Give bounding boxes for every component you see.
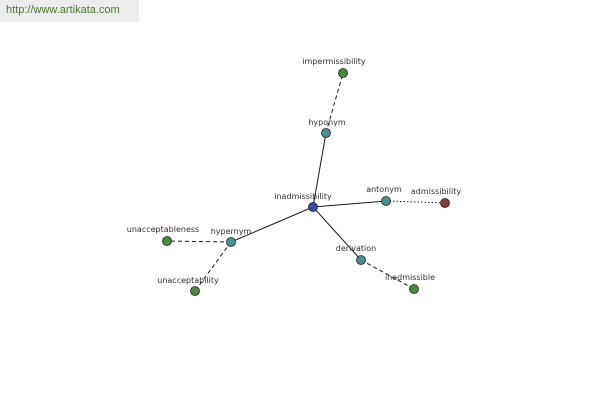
node-dot-derivation[interactable]	[356, 255, 366, 265]
node-dot-inadmissibility[interactable]	[308, 202, 318, 212]
node-dot-unacceptableness[interactable]	[162, 236, 172, 246]
graph-node-unacceptableness[interactable]: unacceptableness	[127, 225, 199, 246]
node-layer: inadmissibility hyponym impermissibility an…	[127, 57, 461, 296]
node-label-hypernym[interactable]: hypernym	[211, 227, 252, 236]
node-dot-hypernym[interactable]	[226, 237, 236, 247]
edge-derivation-inadmissible	[360, 259, 415, 290]
node-label-derivation[interactable]: derivation	[336, 244, 376, 253]
node-label-inadmissible[interactable]: inadmissible	[385, 273, 435, 282]
node-label-unacceptableness[interactable]: unacceptableness	[127, 225, 199, 234]
node-label-impermissibility[interactable]: impermissibility	[302, 57, 366, 66]
graph-node-unacceptability[interactable]: unacceptability	[157, 276, 219, 296]
node-dot-antonym[interactable]	[381, 196, 391, 206]
graph-node-derivation[interactable]: derivation	[336, 244, 376, 265]
node-dot-admissibility[interactable]	[440, 198, 450, 208]
graph-node-hyponym[interactable]: hyponym	[308, 118, 346, 138]
graph-node-antonym[interactable]: antonym	[366, 185, 402, 206]
graph-node-inadmissibility[interactable]: inadmissibility	[274, 192, 332, 212]
node-dot-unacceptability[interactable]	[190, 286, 200, 296]
edge-layer	[166, 72, 446, 292]
edge-hypernym-unacceptability	[194, 241, 232, 292]
graph-node-impermissibility[interactable]: impermissibility	[302, 57, 366, 78]
node-dot-impermissibility[interactable]	[338, 68, 348, 78]
node-dot-inadmissible[interactable]	[409, 284, 419, 294]
node-label-hyponym[interactable]: hyponym	[308, 118, 346, 127]
node-label-inadmissibility[interactable]: inadmissibility	[274, 192, 332, 201]
graph-node-admissibility[interactable]: admissibility	[411, 187, 461, 208]
edge-hypernym-unacceptableness	[166, 240, 232, 243]
node-dot-hyponym[interactable]	[321, 128, 331, 138]
edge-hyponym-impermissibility	[325, 72, 344, 134]
edge-antonym-admissibility	[385, 200, 446, 204]
edge-inadmissibility-hypernym	[230, 206, 314, 243]
node-label-antonym[interactable]: antonym	[366, 185, 402, 194]
node-label-unacceptability[interactable]: unacceptability	[157, 276, 219, 285]
graph-node-inadmissible[interactable]: inadmissible	[385, 273, 435, 294]
graph-node-hypernym[interactable]: hypernym	[211, 227, 252, 247]
source-url-link[interactable]: http://www.artikata.com	[0, 0, 139, 22]
edge-inadmissibility-hyponym	[312, 132, 327, 208]
edge-inadmissibility-derivation	[312, 206, 362, 261]
edge-inadmissibility-antonym	[312, 200, 387, 208]
node-label-admissibility[interactable]: admissibility	[411, 187, 461, 196]
